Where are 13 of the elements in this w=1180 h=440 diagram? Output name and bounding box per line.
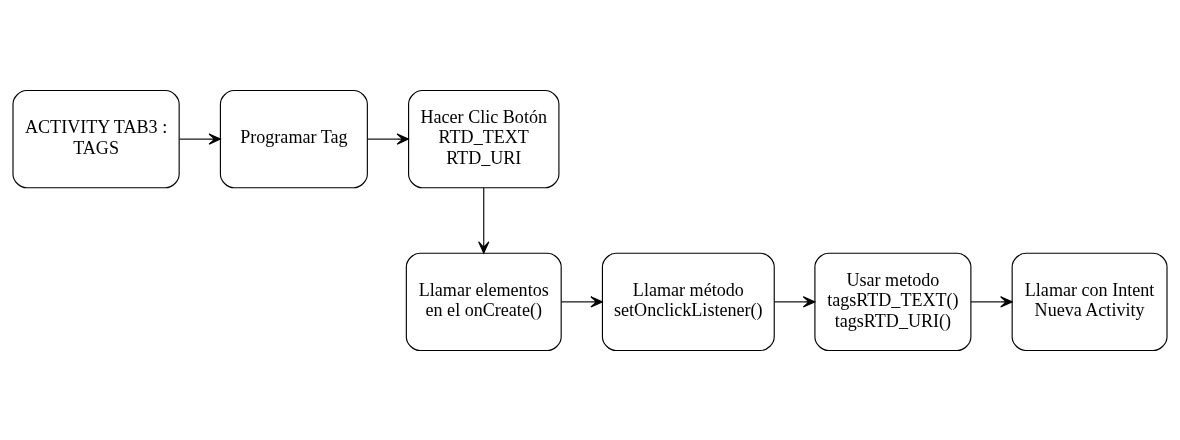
- node-box: Programar Tag: [219, 89, 368, 188]
- arrow: [560, 295, 603, 308]
- node-box: Llamar elementos en el onCreate(): [405, 252, 562, 351]
- arrow: [178, 132, 221, 145]
- node-box: Hacer Clic Botón RTD_TEXT RTD_URI: [408, 89, 560, 188]
- node-box: Llamar método setOnclickListener(): [601, 252, 775, 351]
- arrow: [478, 186, 490, 254]
- arrow: [773, 295, 816, 308]
- node-box: Usar metodo tagsRTD_TEXT() tagsRTD_URI(): [814, 252, 972, 351]
- arrow: [367, 132, 409, 145]
- arrow: [970, 295, 1013, 308]
- node-box: Llamar con Intent Nueva Activity: [1011, 252, 1168, 351]
- node-box: ACTIVITY TAB3 : TAGS: [12, 89, 180, 188]
